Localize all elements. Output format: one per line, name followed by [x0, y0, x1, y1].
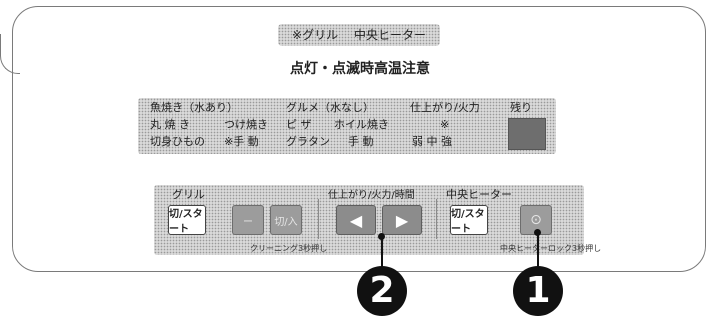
menu-marinated-grill: つけ焼き — [224, 118, 268, 131]
button-panel: グリル 切/スタート ー 切/入 クリーニング3秒押し 仕上がり/火力/時間 ◀… — [154, 185, 601, 255]
decrease-arrow-button[interactable]: ◀ — [336, 205, 376, 235]
adjust-group-label: 仕上がり/火力/時間 — [328, 190, 415, 201]
panel-edge-outline — [0, 34, 20, 74]
grill-start-button[interactable]: 切/スタート — [168, 205, 206, 235]
callout-1-badge: 1 — [513, 266, 563, 316]
callout-2-pointer — [378, 233, 385, 240]
heat-level-labels: 弱 中 強 — [412, 135, 452, 148]
grill-group-label: グリル — [172, 188, 205, 201]
center-heater-group-label: 中央ヒーター — [446, 188, 512, 201]
center-heater-indicator-label: 中央ヒーター — [353, 28, 426, 42]
menu-fillet-dried-fish: 切身ひもの — [150, 135, 205, 148]
grill-cleaning-button[interactable]: 切/入 — [270, 205, 302, 235]
grill-minus-button[interactable]: ー — [232, 205, 264, 235]
callout-2-badge: 2 — [357, 266, 407, 316]
gourmet-without-water-label: グルメ（水なし） — [286, 101, 374, 114]
menu-pizza: ピ ザ — [286, 118, 312, 131]
menu-gratin: グラタン — [286, 135, 330, 148]
center-heater-start-button[interactable]: 切/スタート — [450, 205, 488, 235]
callout-1-pointer — [534, 229, 541, 236]
divider — [318, 199, 319, 239]
menu-manual-gourmet: 手 動 — [348, 135, 374, 148]
menu-asterisk: ※ — [440, 118, 450, 131]
remaining-time-display — [508, 118, 546, 150]
increase-arrow-button[interactable]: ▶ — [382, 205, 422, 235]
finish-heat-label: 仕上がり/火力 — [410, 101, 480, 114]
menu-whole-grill: 丸 焼 き — [150, 118, 190, 131]
cleaning-hint-label: クリーニング3秒押し — [250, 244, 328, 253]
menu-row-3: 切身ひもの ※手 動 グラタン 手 動 弱 中 強 — [138, 134, 556, 149]
high-temp-warning: 点灯・点滅時高温注意 — [290, 61, 430, 77]
callout-2-line — [381, 237, 383, 267]
menu-row-2: 丸 焼 き つけ焼き ピ ザ ホイル焼き ※ — [138, 117, 556, 132]
grill-indicator-label: ※グリル — [292, 28, 339, 42]
callout-1-line — [537, 233, 539, 267]
menu-display: 魚焼き（水あり） グルメ（水なし） 仕上がり/火力 残り 丸 焼 き つけ焼き … — [138, 98, 556, 154]
menu-foil-grill: ホイル焼き — [334, 118, 389, 131]
remaining-label: 残り — [510, 101, 532, 114]
fish-with-water-label: 魚焼き（水あり） — [150, 101, 238, 114]
lock-hint-label: 中央ヒーターロック3秒押し — [500, 244, 602, 253]
indicator-legend: ※グリル 中央ヒーター — [278, 24, 440, 46]
control-panel-outline — [12, 6, 706, 272]
menu-manual-fish: ※手 動 — [224, 135, 259, 148]
divider — [436, 199, 437, 239]
menu-header-row: 魚焼き（水あり） グルメ（水なし） 仕上がり/火力 残り — [138, 100, 556, 115]
